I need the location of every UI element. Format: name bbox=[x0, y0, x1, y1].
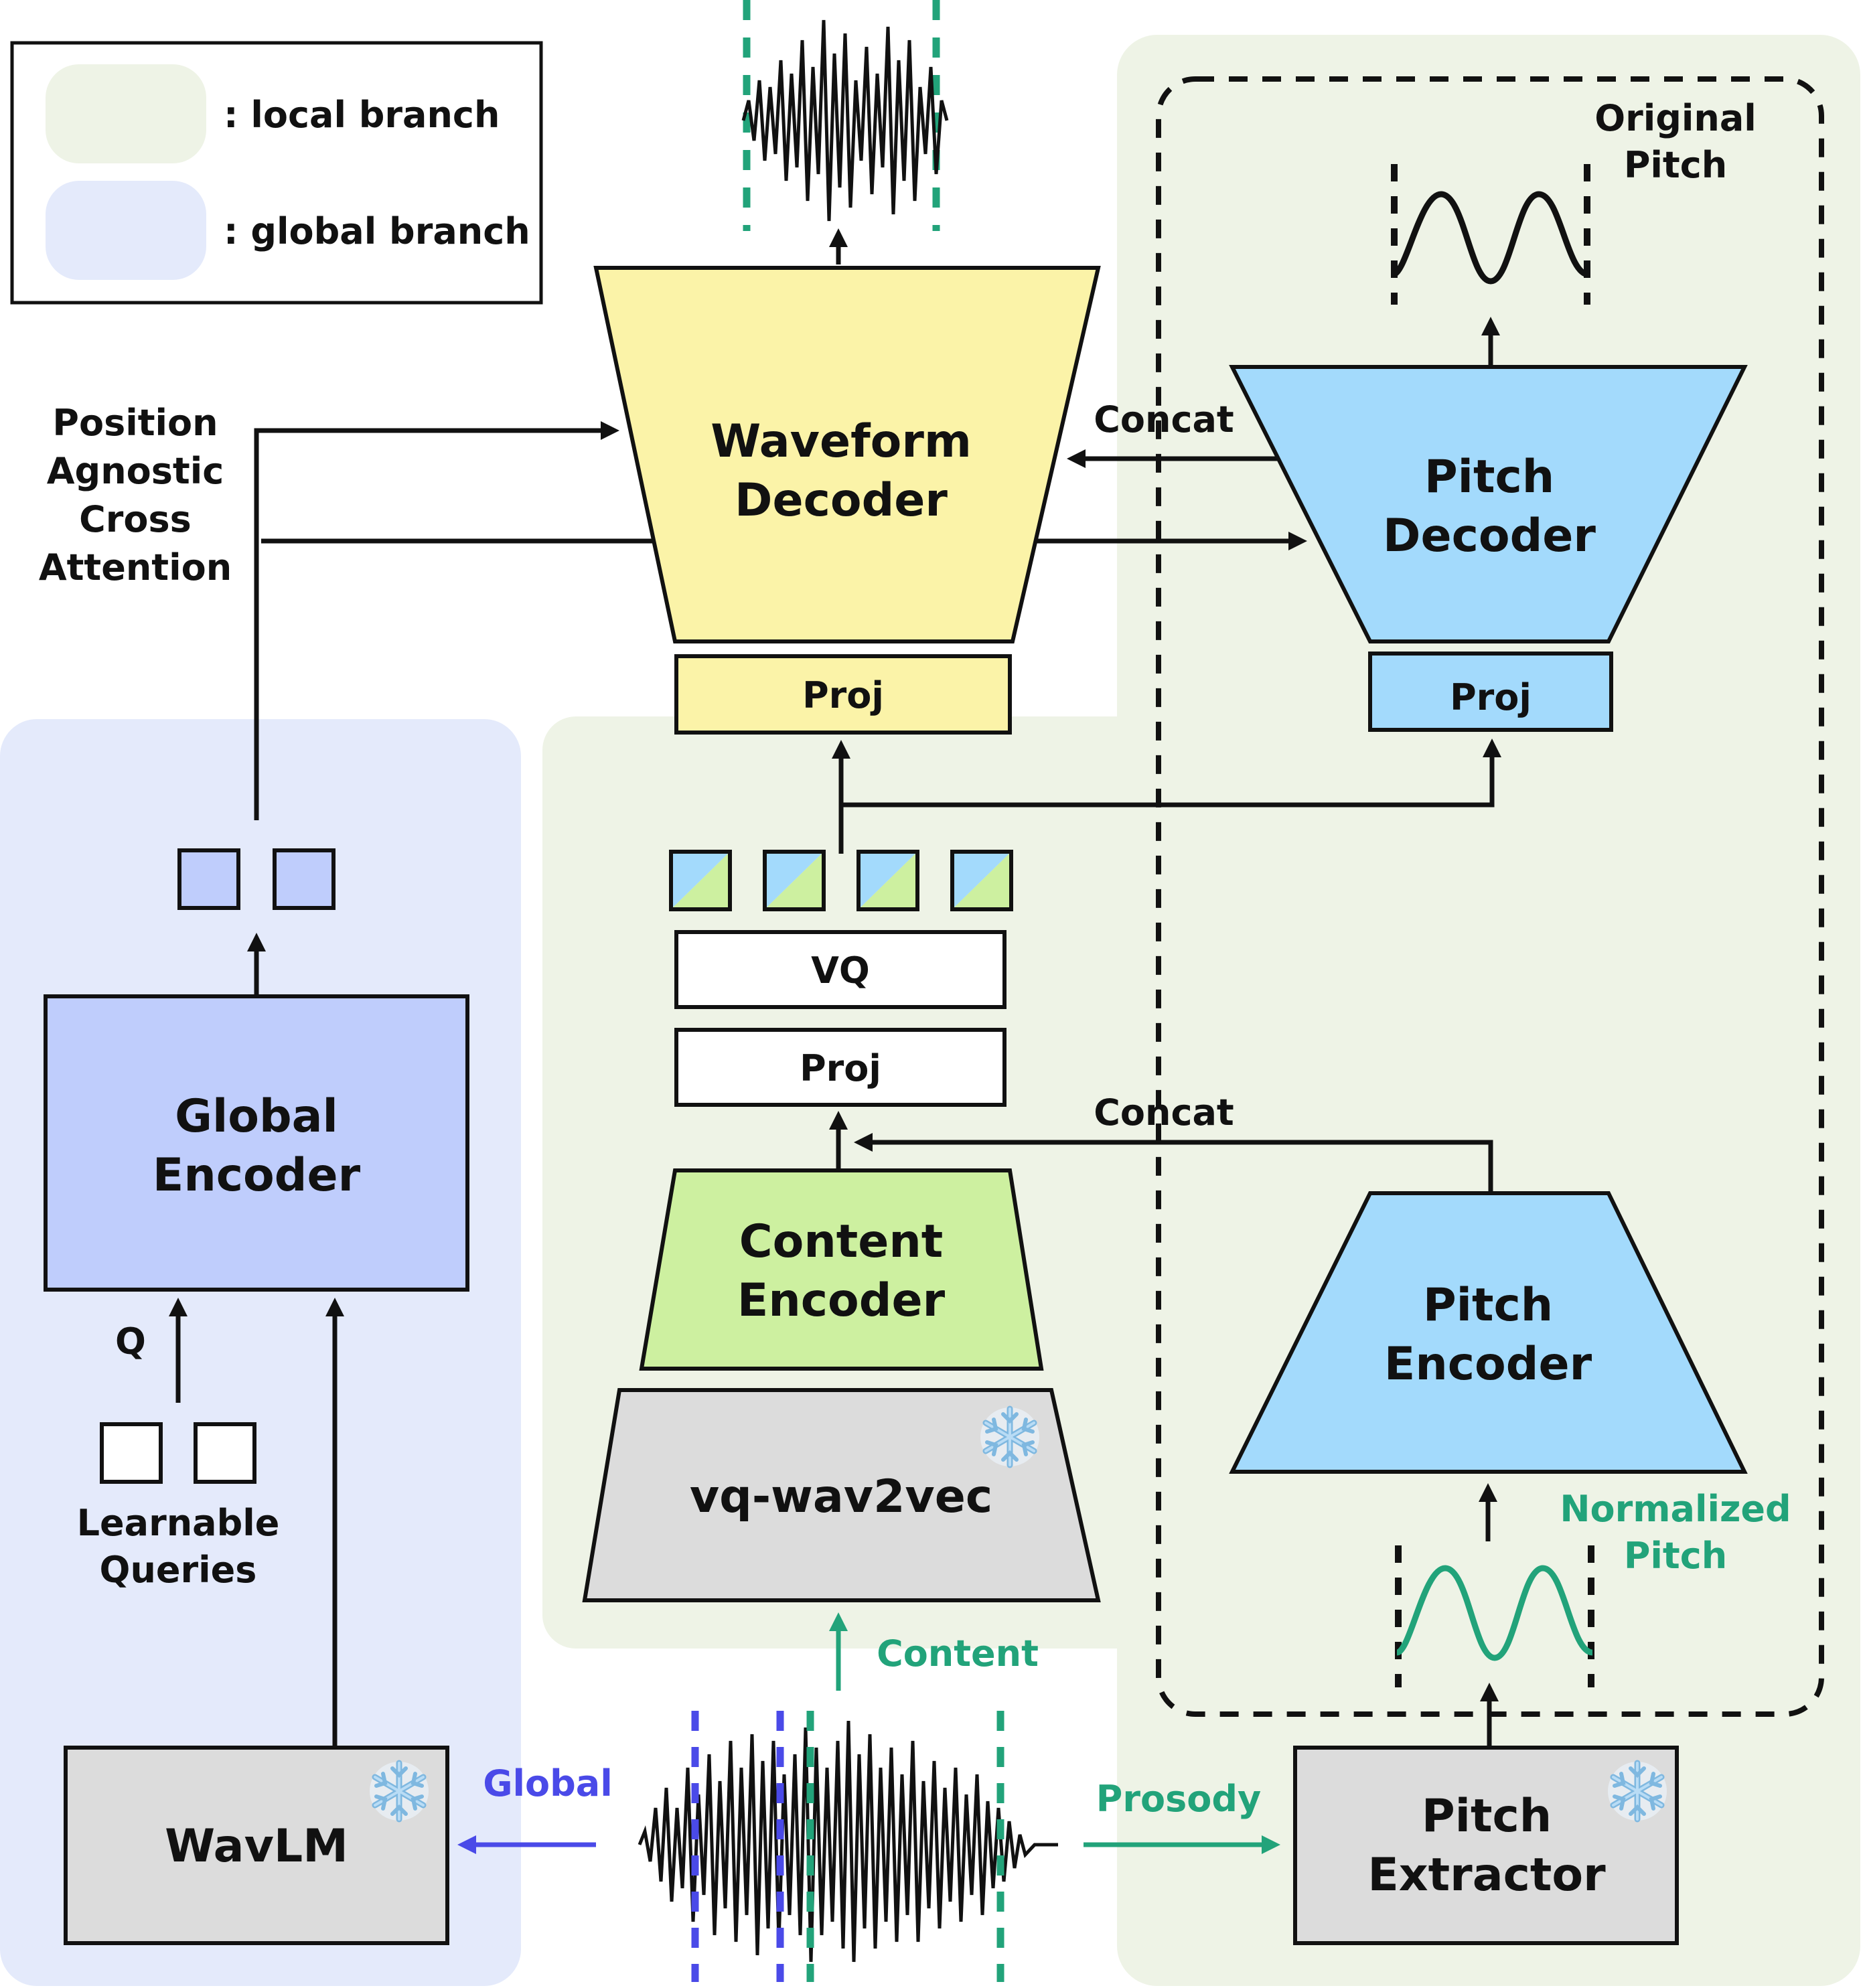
wavlm: WavLM bbox=[64, 1746, 449, 1945]
concat-label-bottom: Concat bbox=[1094, 1091, 1234, 1134]
snowflake-icon bbox=[1608, 1762, 1667, 1821]
learnable-queries-label-line1: Learnable bbox=[77, 1502, 280, 1544]
pitch-decoder: Pitch Decoder bbox=[1229, 365, 1748, 643]
global-label: Global bbox=[483, 1762, 613, 1805]
snowflake-icon bbox=[370, 1762, 429, 1821]
legend-global-label: : global branch bbox=[224, 210, 530, 252]
arrow-global-to-waveform-decoder bbox=[254, 421, 619, 820]
learnable-query-2 bbox=[194, 1422, 256, 1484]
arrow-tokens-to-pitch-proj bbox=[841, 739, 1501, 808]
legend-global-swatch bbox=[46, 181, 206, 280]
output-waveform bbox=[741, 0, 949, 231]
global-encoder: Global Encoder bbox=[44, 994, 469, 1292]
global-token-2 bbox=[273, 848, 336, 910]
content-proj-label: Proj bbox=[800, 1047, 881, 1089]
concat-label-top: Concat bbox=[1094, 398, 1234, 441]
pitch-decoder-label-line2: Decoder bbox=[1383, 510, 1596, 562]
snowflake-icon bbox=[980, 1407, 1039, 1466]
waveform-proj: Proj bbox=[674, 654, 1012, 735]
original-pitch-label-line2: Pitch bbox=[1624, 144, 1727, 186]
vq-block: VQ bbox=[674, 930, 1007, 1009]
legend-local-swatch bbox=[46, 64, 206, 163]
prosody-label: Prosody bbox=[1096, 1778, 1261, 1820]
pitch-extractor: Pitch Extractor bbox=[1293, 1746, 1679, 1945]
wavlm-label: WavLM bbox=[165, 1820, 348, 1873]
global-encoder-label-line2: Encoder bbox=[153, 1149, 361, 1202]
pitch-encoder-label-line1: Pitch bbox=[1423, 1279, 1553, 1332]
token-2 bbox=[763, 850, 826, 911]
pitch-extractor-label-line1: Pitch bbox=[1422, 1790, 1552, 1843]
position-agnostic-label-line3: Cross bbox=[79, 498, 192, 540]
content-proj: Proj bbox=[674, 1028, 1007, 1107]
q-label: Q bbox=[115, 1320, 146, 1363]
waveform-decoder: Waveform Decoder bbox=[593, 266, 1101, 643]
legend: : local branch : global branch bbox=[10, 41, 543, 305]
pitch-encoder-label-line2: Encoder bbox=[1384, 1338, 1592, 1391]
normalized-pitch-curve bbox=[1395, 1545, 1594, 1687]
content-encoder: Content Encoder bbox=[639, 1168, 1044, 1371]
pitch-encoder: Pitch Encoder bbox=[1229, 1191, 1748, 1474]
content-encoder-label-line2: Encoder bbox=[737, 1274, 946, 1327]
legend-local-label: : local branch bbox=[224, 94, 500, 136]
position-agnostic-label-line4: Attention bbox=[39, 546, 232, 589]
global-token-1 bbox=[177, 848, 240, 910]
token-4 bbox=[950, 850, 1013, 911]
pitch-decoder-label-line1: Pitch bbox=[1424, 451, 1554, 504]
token-1 bbox=[669, 850, 732, 911]
token-3 bbox=[856, 850, 919, 911]
waveform-decoder-label-line2: Decoder bbox=[735, 474, 948, 527]
global-encoder-label-line1: Global bbox=[175, 1090, 338, 1143]
content-encoder-label-line1: Content bbox=[739, 1215, 944, 1268]
original-pitch-curve bbox=[1391, 164, 1590, 305]
vq-wav2vec-label: vq-wav2vec bbox=[690, 1470, 992, 1523]
vq-label: VQ bbox=[811, 949, 870, 992]
quantized-tokens bbox=[669, 850, 1013, 911]
input-waveform bbox=[638, 1711, 1058, 1982]
pitch-proj: Proj bbox=[1368, 652, 1613, 732]
position-agnostic-label-line2: Agnostic bbox=[47, 450, 224, 492]
learnable-query-1 bbox=[100, 1422, 163, 1484]
original-pitch-label-line1: Original bbox=[1594, 97, 1757, 139]
arrow-pitch-encoder-concat bbox=[854, 1133, 1493, 1193]
position-agnostic-label-line1: Position bbox=[52, 402, 218, 444]
vq-wav2vec: vq-wav2vec bbox=[582, 1388, 1101, 1602]
normalized-pitch-label-line1: Normalized bbox=[1560, 1488, 1791, 1530]
content-input-label: Content bbox=[877, 1632, 1039, 1675]
pitch-extractor-label-line2: Extractor bbox=[1367, 1849, 1606, 1902]
waveform-proj-label: Proj bbox=[802, 674, 884, 716]
local-branch-region-right bbox=[1117, 35, 1860, 1986]
learnable-queries-label-line2: Queries bbox=[100, 1549, 257, 1591]
waveform-decoder-label-line1: Waveform bbox=[711, 415, 972, 468]
pitch-proj-label: Proj bbox=[1450, 676, 1532, 718]
normalized-pitch-label-line2: Pitch bbox=[1624, 1535, 1727, 1577]
